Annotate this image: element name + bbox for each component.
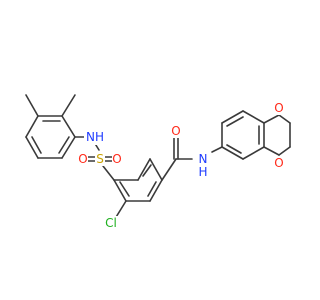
- bond: [221, 146, 244, 160]
- atom-oxygen-dioxine-bottom: O: [274, 156, 283, 170]
- atom-nitrogen-amide: N: [199, 152, 208, 166]
- bond: [226, 144, 242, 154]
- bond: [147, 181, 157, 197]
- bond: [211, 146, 223, 153]
- atom-labels: NH S O O Cl O N H O O: [78, 101, 285, 230]
- bond: [278, 114, 291, 124]
- bond: [25, 94, 39, 117]
- bond: [102, 165, 115, 181]
- bond: [61, 94, 76, 117]
- bond: [278, 146, 291, 156]
- bonds: [25, 94, 291, 223]
- atom-sulfur: S: [96, 152, 104, 166]
- bond: [242, 110, 265, 124]
- atom-oxygen-dioxine-top: O: [274, 101, 283, 115]
- bond: [226, 116, 244, 127]
- bond: [149, 158, 163, 181]
- bond: [61, 136, 76, 159]
- bond: [25, 115, 39, 138]
- bond: [161, 158, 177, 181]
- bond: [25, 136, 39, 159]
- atom-oxygen-sulfonyl-left: O: [78, 152, 87, 166]
- bond: [58, 136, 70, 154]
- atom-nh-sulfonamide: NH: [86, 130, 104, 144]
- bond: [119, 181, 130, 197]
- bond: [137, 158, 151, 181]
- bond: [113, 179, 127, 202]
- bond: [221, 110, 244, 124]
- molecule-diagram: NH S O O Cl O N H O O: [25, 94, 291, 230]
- bond: [31, 136, 42, 154]
- bond: [263, 146, 280, 156]
- atom-chlorine: Cl: [105, 216, 117, 230]
- atom-hydrogen-amide: H: [198, 165, 207, 179]
- bond: [263, 114, 280, 124]
- bond: [242, 146, 265, 160]
- atom-oxygen-carbonyl: O: [171, 124, 180, 138]
- bond: [142, 164, 152, 177]
- atom-oxygen-sulfonyl-right: O: [112, 152, 121, 166]
- bond: [149, 179, 163, 202]
- bond: [61, 115, 76, 138]
